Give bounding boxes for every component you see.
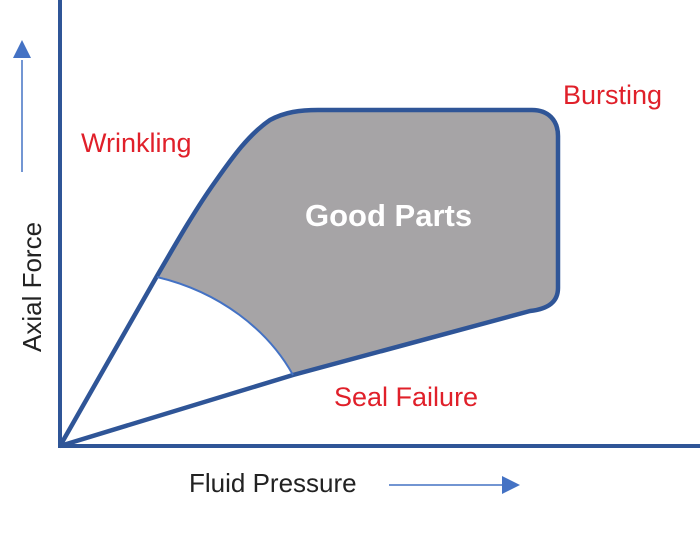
y-axis-arrow-head-icon bbox=[13, 40, 31, 58]
inner-arc-boundary bbox=[156, 276, 294, 376]
seal-failure-label: Seal Failure bbox=[334, 382, 479, 412]
x-axis-label: Fluid Pressure bbox=[189, 468, 357, 498]
wrinkling-label: Wrinkling bbox=[81, 128, 192, 158]
good-parts-region bbox=[157, 110, 558, 375]
good-parts-label: Good Parts bbox=[305, 198, 473, 233]
wrinkling-boundary bbox=[58, 107, 561, 449]
y-axis-label: Axial Force bbox=[17, 221, 47, 352]
x-axis-arrow-head-icon bbox=[502, 476, 520, 494]
bursting-label: Bursting bbox=[563, 80, 663, 110]
